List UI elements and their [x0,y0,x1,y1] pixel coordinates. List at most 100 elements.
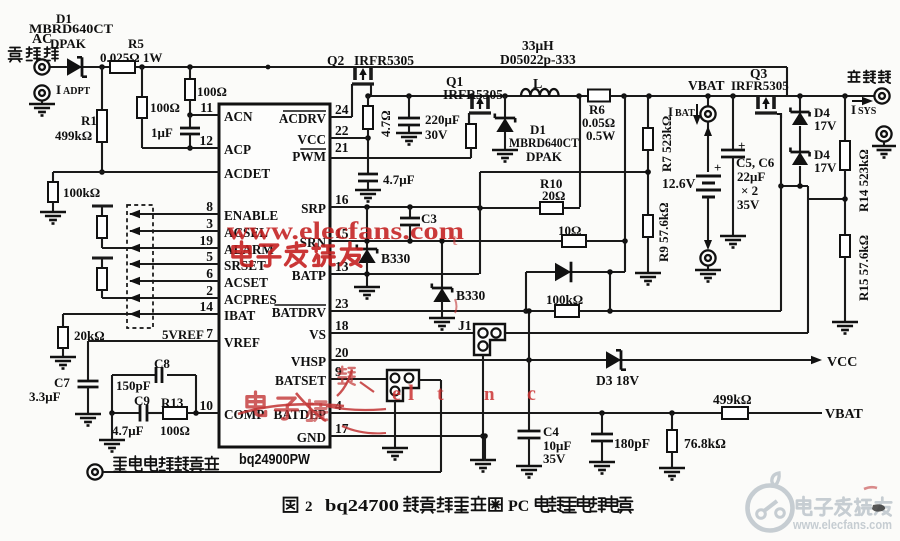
svg-text:bq24700: bq24700 [325,496,399,515]
svg-text:10: 10 [200,398,214,413]
svg-text:VHSP: VHSP [291,354,326,369]
svg-text:8: 8 [206,199,213,214]
svg-text:C8: C8 [154,356,170,371]
svg-text:10Ω: 10Ω [558,223,581,238]
svg-text:100kΩ: 100kΩ [63,185,100,200]
svg-text:t: t [437,383,444,405]
svg-text:+: + [714,160,721,175]
svg-text:D05022p-333: D05022p-333 [500,52,576,67]
svg-text:GND: GND [297,430,326,445]
svg-text:76.8kΩ: 76.8kΩ [684,436,726,451]
svg-text:C5, C6: C5, C6 [736,155,775,170]
svg-text:R15 57.6kΩ: R15 57.6kΩ [856,235,871,301]
svg-text:499kΩ: 499kΩ [55,128,92,143]
svg-text:5VREF: 5VREF [162,327,204,342]
svg-text:150pF: 150pF [116,378,151,393]
svg-text:R5: R5 [128,36,144,51]
svg-text:VS: VS [309,327,326,342]
svg-text:2: 2 [305,499,313,515]
svg-text:20Ω: 20Ω [542,188,565,203]
svg-text:21: 21 [335,140,349,155]
svg-text:BATP: BATP [292,268,326,283]
svg-text:3: 3 [206,216,213,231]
svg-text:ACDRV: ACDRV [279,111,327,126]
svg-text:n: n [484,384,495,405]
svg-text:I: I [668,104,673,119]
svg-text:35V: 35V [543,451,566,466]
svg-text:R14 523kΩ: R14 523kΩ [856,149,871,212]
svg-text:17: 17 [335,421,349,436]
svg-text:R7 523kΩ: R7 523kΩ [659,116,674,172]
svg-text:ACDET: ACDET [224,166,270,181]
svg-text:R6: R6 [589,102,605,117]
svg-text:J1: J1 [458,318,472,333]
svg-text:PWM: PWM [292,149,326,164]
svg-text:× 2: × 2 [741,183,758,198]
svg-text:4.7μF: 4.7μF [383,172,415,187]
svg-text:6: 6 [206,266,213,281]
svg-text:D1: D1 [56,11,72,26]
svg-text:I: I [56,82,61,97]
svg-text:ACSET: ACSET [224,275,268,290]
svg-text:ACP: ACP [224,142,251,157]
svg-text:17V: 17V [814,118,837,133]
svg-text:C7: C7 [54,375,70,390]
svg-text:DPAK: DPAK [526,149,563,164]
svg-text:PC: PC [508,498,529,515]
svg-text:3.3μF: 3.3μF [29,389,61,404]
svg-text:IBAT: IBAT [224,308,255,323]
svg-text:R10: R10 [540,176,562,191]
svg-text:ACSEL: ACSEL [224,225,268,240]
svg-text:B330: B330 [381,251,411,266]
svg-text:Q3: Q3 [750,66,768,81]
svg-text:100Ω: 100Ω [150,100,180,115]
svg-text:e: e [392,383,401,405]
svg-text:1μF: 1μF [151,125,173,140]
svg-text:ACN: ACN [224,109,253,124]
svg-text:10μF: 10μF [543,438,571,453]
svg-text:D3 18V: D3 18V [596,373,639,388]
svg-text:Q2: Q2 [327,53,345,68]
svg-text:12.6V: 12.6V [662,176,696,191]
svg-text:IRFR5305: IRFR5305 [731,78,789,93]
svg-text:9: 9 [335,364,342,379]
svg-text:33μH: 33μH [522,38,554,53]
svg-text:7: 7 [206,326,213,341]
svg-text:BATSET: BATSET [275,373,326,388]
svg-text:D4: D4 [814,147,830,162]
svg-text:16: 16 [335,192,349,207]
svg-text:ADPT: ADPT [63,86,91,97]
svg-text:11: 11 [200,100,213,115]
svg-text:19: 19 [200,233,214,248]
svg-text:17V: 17V [814,160,837,175]
svg-text:4.7μF: 4.7μF [112,423,144,438]
svg-text:R9 57.6kΩ: R9 57.6kΩ [656,202,671,262]
svg-text:L: L [533,77,542,92]
svg-text:24: 24 [335,102,349,117]
svg-text:5: 5 [206,249,213,264]
svg-text:SRN: SRN [300,235,327,250]
svg-text:t: t [452,232,458,249]
svg-text:100Ω: 100Ω [160,423,190,438]
svg-text:R13: R13 [161,395,184,410]
svg-text:D1: D1 [530,122,546,137]
svg-text:VCC: VCC [827,355,857,370]
svg-text:12: 12 [200,133,214,148]
svg-text:15: 15 [335,226,349,241]
svg-text:4.7Ω: 4.7Ω [378,110,393,137]
svg-text:100kΩ: 100kΩ [546,292,583,307]
svg-text:0.025Ω 1W: 0.025Ω 1W [100,50,162,65]
svg-text:bq24900PW: bq24900PW [239,452,310,468]
svg-text:D4: D4 [814,105,830,120]
svg-text:VBAT: VBAT [688,78,725,93]
svg-text:0.5W: 0.5W [586,128,615,143]
svg-text:18: 18 [335,318,349,333]
svg-text:C9: C9 [134,393,150,408]
svg-text:SYS: SYS [858,106,877,117]
svg-text:B330: B330 [456,288,486,303]
svg-text:BAT: BAT [675,108,695,119]
svg-text:20kΩ: 20kΩ [74,328,105,343]
svg-text:30V: 30V [425,127,448,142]
svg-text:www.elecfans.com: www.elecfans.com [792,517,892,532]
svg-text:+: + [738,138,745,153]
